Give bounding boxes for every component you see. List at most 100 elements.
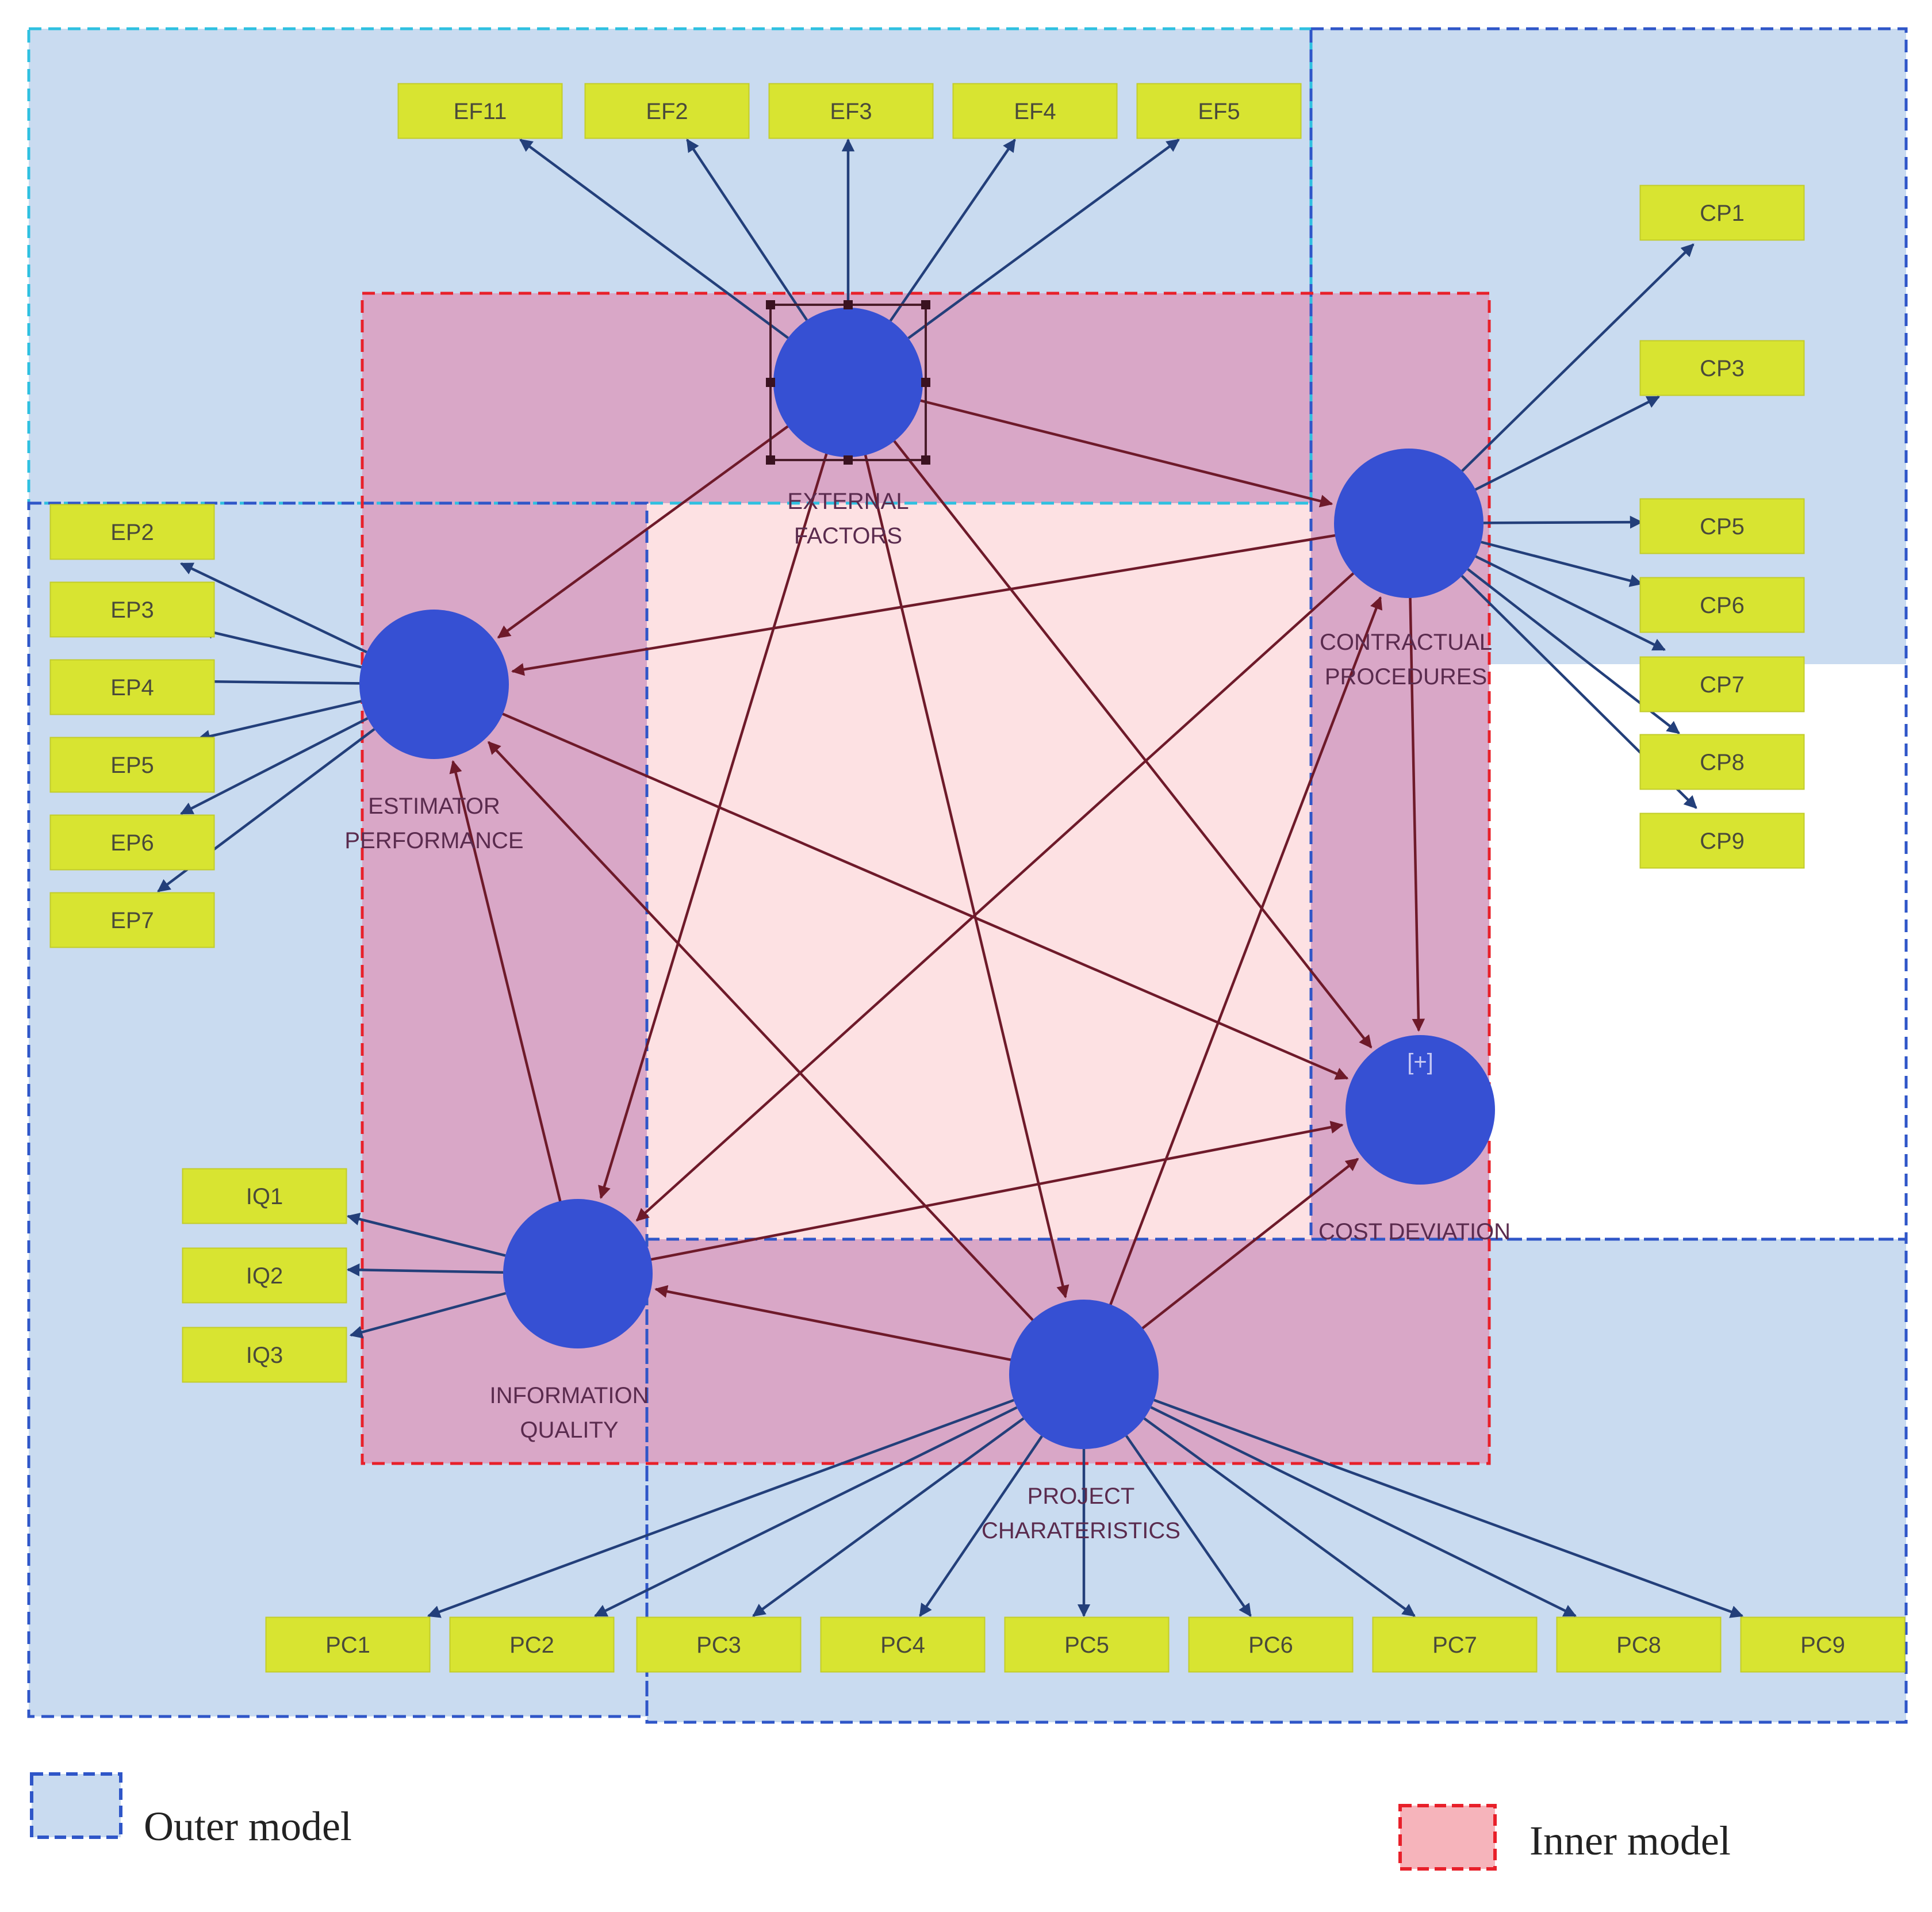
indicator-label: EF5	[1198, 99, 1240, 124]
selection-handle[interactable]	[921, 300, 930, 309]
indicator-ef3[interactable]: EF3	[768, 83, 934, 139]
indicator-cp7[interactable]: CP7	[1639, 656, 1805, 712]
indicator-box	[820, 1616, 986, 1673]
loading-arrow-ep5	[197, 700, 362, 743]
selection-handle[interactable]	[844, 455, 853, 465]
outer-loadings	[157, 138, 1744, 1618]
path-arrow-iq-to-cd	[645, 1121, 1344, 1262]
legend: Outer model Inner model	[30, 1772, 1731, 1871]
indicator-cp5[interactable]: CP5	[1639, 498, 1805, 554]
indicator-box	[768, 83, 934, 139]
selection-handle[interactable]	[844, 300, 853, 309]
indicator-pc4[interactable]: PC4	[820, 1616, 986, 1673]
indicator-pc2[interactable]: PC2	[449, 1616, 615, 1673]
indicator-box	[397, 83, 563, 139]
indicator-ep5[interactable]: EP5	[49, 737, 215, 793]
region-borders	[27, 27, 1908, 1724]
selection-handle[interactable]	[921, 378, 930, 387]
loading-arrow-ep4	[200, 675, 360, 688]
indicator-box	[1639, 813, 1805, 869]
inner-model-center	[647, 503, 1311, 1239]
indicator-cp6[interactable]: CP6	[1639, 577, 1805, 633]
indicator-box	[49, 581, 215, 638]
outer-border-estimator-information	[27, 501, 649, 1718]
indicator-label: PC5	[1064, 1633, 1109, 1658]
indicator-cp1[interactable]: CP1	[1639, 185, 1805, 241]
indicator-ep4[interactable]: EP4	[49, 659, 215, 715]
indicator-ep7[interactable]: EP7	[49, 892, 215, 948]
latent-label-line: INFORMATION	[489, 1383, 649, 1408]
indicator-box	[49, 892, 215, 948]
loading-arrow-ep3	[200, 626, 362, 669]
indicator-cp9[interactable]: CP9	[1639, 813, 1805, 869]
indicator-pc5[interactable]: PC5	[1004, 1616, 1170, 1673]
indicator-ep6[interactable]: EP6	[49, 814, 215, 871]
indicator-label: CP9	[1700, 829, 1745, 854]
indicator-pc7[interactable]: PC7	[1372, 1616, 1538, 1673]
loading-arrow-iq2	[346, 1263, 504, 1277]
indicator-ef4[interactable]: EF4	[952, 83, 1118, 139]
path-arrow-cp-to-cd	[1409, 592, 1425, 1032]
indicator-pc3[interactable]: PC3	[636, 1616, 802, 1673]
indicator-box	[1188, 1616, 1354, 1673]
indicator-iq1[interactable]: IQ1	[182, 1168, 347, 1224]
latent-cd[interactable]: [+]COST DEVIATION	[1318, 1035, 1511, 1244]
loading-arrow-cp6	[1481, 541, 1643, 587]
selection-handle[interactable]	[921, 455, 930, 465]
indicator-iq2[interactable]: IQ2	[182, 1247, 347, 1304]
indicator-ep3[interactable]: EP3	[49, 581, 215, 638]
latent-label-line: FACTORS	[794, 523, 902, 549]
loading-arrow-pc6	[1125, 1435, 1252, 1617]
indicator-cp8[interactable]: CP8	[1639, 734, 1805, 790]
indicator-pc6[interactable]: PC6	[1188, 1616, 1354, 1673]
loading-arrow-cp3	[1474, 395, 1661, 491]
path-arrow-cp-to-ep	[511, 533, 1341, 676]
legend-outer-label: Outer model	[144, 1803, 352, 1849]
latent-label-line: EXTERNAL	[787, 489, 908, 514]
path-arrow-ef-to-pc	[862, 449, 1070, 1298]
latent-label-line: CHARATERISTICS	[982, 1518, 1180, 1543]
indicator-label: EF2	[646, 99, 688, 124]
loading-arrow-cp5	[1483, 515, 1643, 529]
indicator-pc8[interactable]: PC8	[1556, 1616, 1722, 1673]
loading-arrow-pc4	[919, 1435, 1043, 1617]
expand-marker[interactable]: [+]	[1407, 1049, 1433, 1075]
latent-circle	[359, 610, 509, 759]
indicator-box	[182, 1168, 347, 1224]
path-arrow-iq-to-ep	[449, 760, 563, 1207]
selection-handle[interactable]	[766, 300, 775, 309]
indicator-pc9[interactable]: PC9	[1740, 1616, 1906, 1673]
indicator-ep2[interactable]: EP2	[49, 504, 215, 560]
indicator-label: EP6	[110, 830, 154, 856]
indicator-iq3[interactable]: IQ3	[182, 1327, 347, 1383]
inner-paths	[449, 398, 1425, 1362]
selection-handle[interactable]	[766, 378, 775, 387]
indicator-box	[49, 504, 215, 560]
latent-label-line: PROJECT	[1028, 1484, 1135, 1509]
indicator-box	[49, 814, 215, 871]
selection-handle[interactable]	[766, 455, 775, 465]
latent-pc[interactable]: PROJECT CHARATERISTICS	[982, 1300, 1180, 1543]
indicator-box	[584, 83, 750, 139]
latent-circle	[1346, 1035, 1495, 1185]
indicator-ef5[interactable]: EF5	[1136, 83, 1302, 139]
indicator-cp3[interactable]: CP3	[1639, 340, 1805, 396]
indicator-box	[1639, 340, 1805, 396]
indicator-box	[182, 1327, 347, 1383]
indicator-ef11[interactable]: EF11	[397, 83, 563, 139]
path-arrow-ef-to-iq	[598, 448, 830, 1200]
indicator-label: EF11	[454, 99, 507, 124]
indicator-box	[1136, 83, 1302, 139]
indicator-pc1[interactable]: PC1	[265, 1616, 431, 1673]
latent-ef[interactable]: EXTERNAL FACTORS	[766, 300, 930, 549]
outer-border-project-characteristics	[645, 1237, 1908, 1724]
indicator-label: PC4	[880, 1633, 925, 1658]
latent-circle	[1009, 1300, 1159, 1449]
indicator-ef2[interactable]: EF2	[584, 83, 750, 139]
